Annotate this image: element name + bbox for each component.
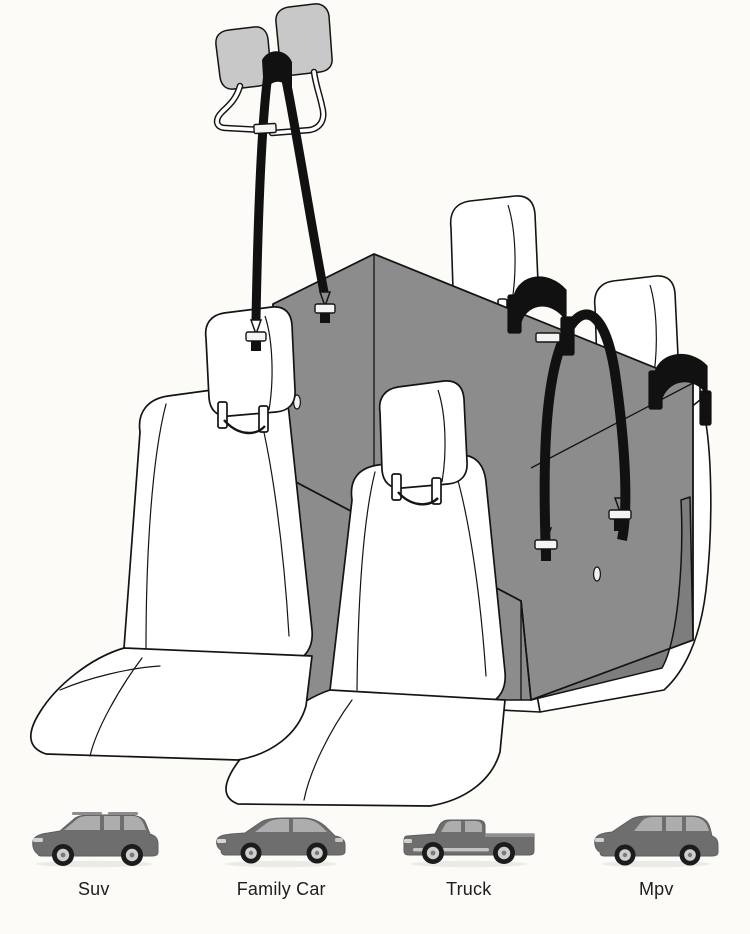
front-strap-left: [251, 73, 273, 321]
strap-adjuster: [535, 332, 561, 343]
rear-strap-adjusters: [535, 332, 561, 343]
rear-strap-clips: [534, 497, 632, 561]
suv-icon: [32, 812, 159, 868]
strap-clip-hook: [314, 303, 336, 314]
hammock-headrest-loop-tabs: [507, 276, 712, 426]
pickup-truck-icon: [403, 819, 535, 868]
front-seat-right: [225, 453, 506, 807]
vehicle-type-truck[interactable]: Truck: [384, 810, 554, 898]
vehicle-type-mpv[interactable]: Mpv: [571, 810, 741, 898]
front-strap-clips: [245, 291, 336, 351]
vehicle-type-family-car[interactable]: Family Car: [196, 810, 366, 898]
vehicle-type-suv[interactable]: Suv: [9, 810, 179, 898]
headrest-hook-left: [213, 26, 272, 134]
car-interior-hammock-illustration: [30, 3, 712, 807]
front-headrest-left: [204, 306, 296, 435]
strap-clip-hook: [534, 539, 558, 550]
vehicle-type-label: Family Car: [236, 879, 326, 899]
front-seat-left: [30, 383, 313, 761]
strap-adjuster: [253, 122, 277, 135]
hammock-grommet: [293, 394, 601, 582]
vehicle-type-label: Suv: [77, 879, 110, 899]
vehicle-type-label: Mpv: [638, 879, 674, 899]
rear-anchor-straps: [539, 309, 631, 557]
front-strap-adjusters: [253, 122, 277, 135]
compatible-vehicle-types: Suv Family Car: [0, 810, 750, 934]
rear-strap-arch: [539, 309, 631, 557]
sedan-icon: [216, 817, 346, 868]
front-anchor-straps: [251, 51, 329, 321]
strap-clip-hook: [245, 331, 267, 342]
strap-clip-hook: [608, 509, 632, 520]
mpv-icon: [594, 815, 719, 868]
hammock-side-flap: [520, 496, 694, 701]
front-headrest-right: [378, 380, 468, 506]
front-strap-right: [281, 79, 329, 293]
vehicle-type-label: Truck: [446, 879, 492, 899]
